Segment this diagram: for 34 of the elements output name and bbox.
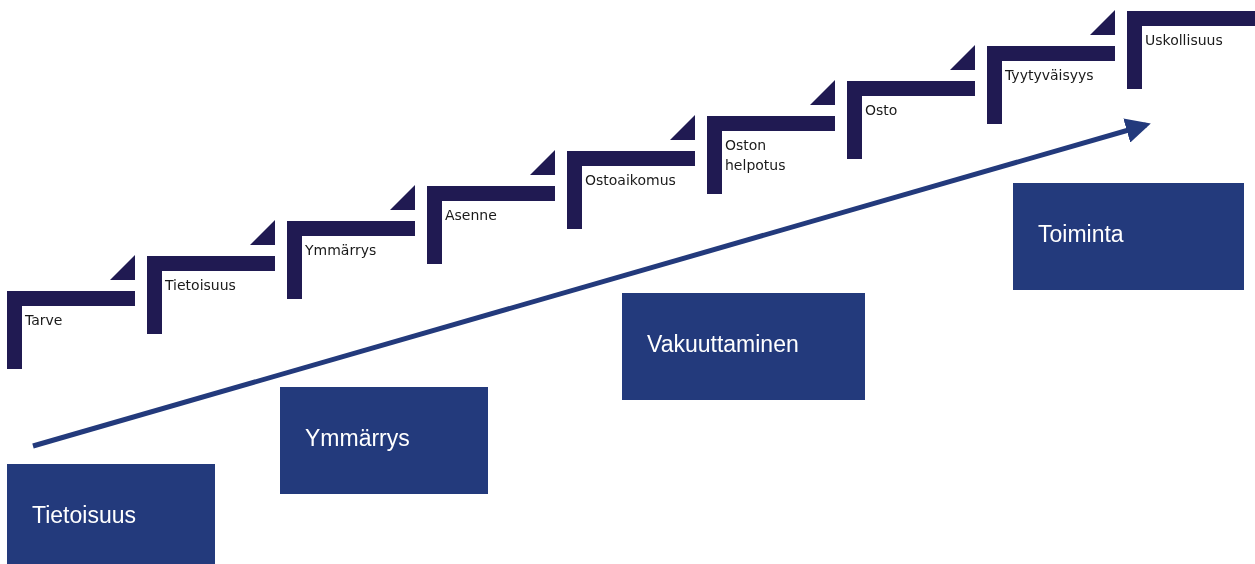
step-label: Oston helpotus — [725, 136, 787, 176]
step-frame — [567, 151, 695, 229]
step-arrow — [530, 150, 555, 175]
stage-box — [7, 464, 215, 564]
step-label: Tarve — [25, 311, 64, 330]
step-arrow — [390, 185, 415, 210]
stage-label: Tietoisuus — [32, 502, 136, 529]
stage-label: Vakuuttaminen — [647, 331, 799, 358]
step-label: Tietoisuus — [165, 276, 237, 295]
step-arrow — [950, 45, 975, 70]
step-arrow — [1090, 10, 1115, 35]
step-frame — [1127, 11, 1255, 89]
step-label: Ostoaikomus — [585, 171, 677, 190]
step-arrow — [110, 255, 135, 280]
stage-label: Toiminta — [1038, 221, 1124, 248]
step-label: Tyytyväisyys — [1005, 66, 1095, 85]
step-arrow — [670, 115, 695, 140]
step-frame — [7, 291, 135, 369]
step-frame — [707, 116, 835, 194]
step-label: Ymmärrys — [305, 241, 378, 260]
step-frame — [987, 46, 1115, 124]
step-frame — [147, 256, 275, 334]
step-frame — [287, 221, 415, 299]
step-label: Asenne — [445, 206, 498, 225]
stage-box — [622, 293, 865, 400]
stage-label: Ymmärrys — [305, 425, 410, 452]
stage-box — [280, 387, 488, 494]
step-label: Uskollisuus — [1145, 31, 1224, 50]
step-frame — [427, 186, 555, 264]
step-frame — [847, 81, 975, 159]
step-label: Osto — [865, 101, 899, 120]
stage-box — [1013, 183, 1244, 290]
step-arrow — [250, 220, 275, 245]
step-arrow — [810, 80, 835, 105]
